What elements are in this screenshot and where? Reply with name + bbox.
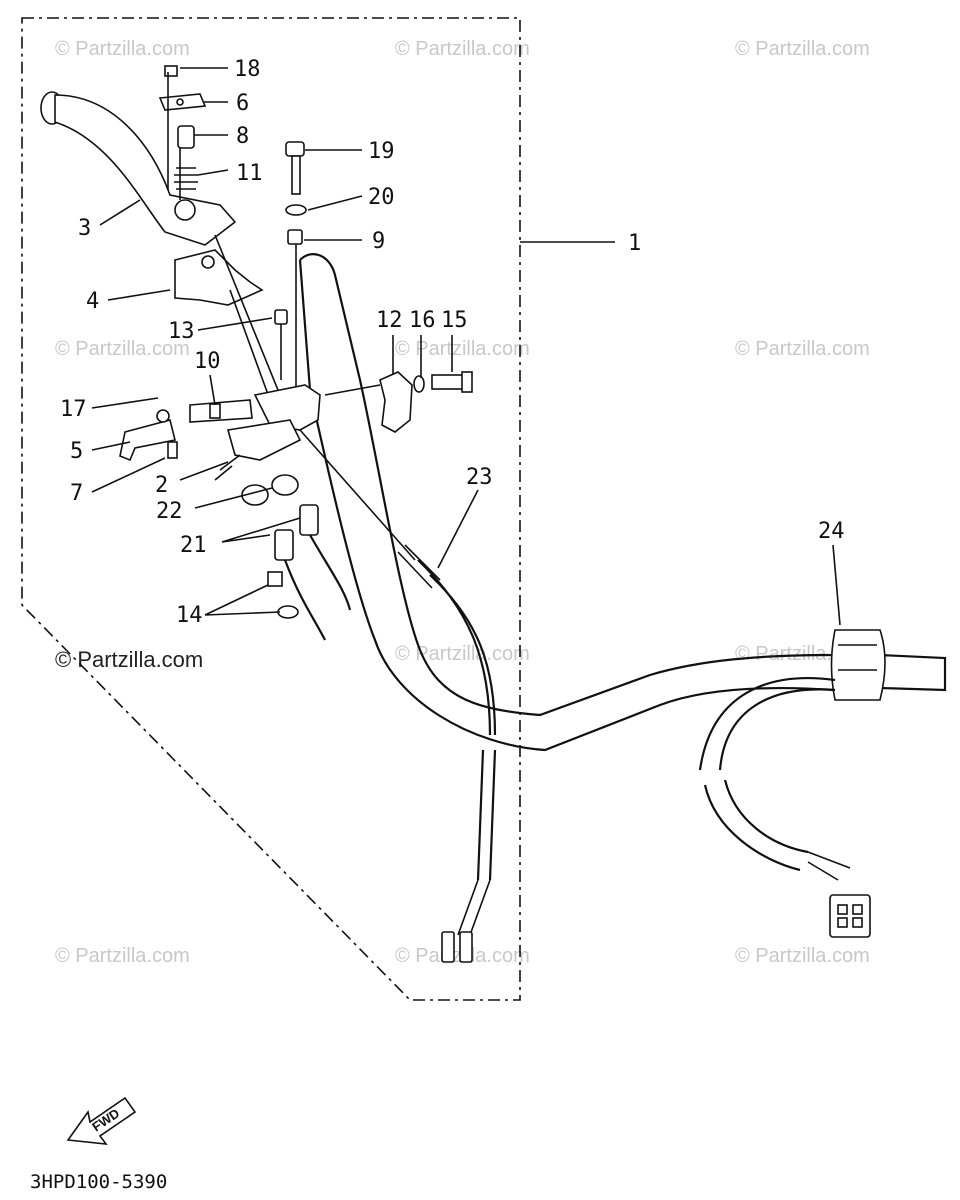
- callout-21: 21: [180, 533, 207, 558]
- leader-lines: [91, 67, 841, 626]
- watermark: © Partzilla.com: [395, 38, 530, 60]
- assembly-boundary: [21, 17, 521, 1001]
- watermark: © Partzilla.com: [735, 945, 870, 967]
- fwd-arrow-icon: FWD: [66, 1096, 137, 1145]
- callout-19: 19: [368, 139, 395, 164]
- watermark: © Partzilla.com: [55, 38, 190, 60]
- callout-7: 7: [70, 481, 83, 506]
- callout-8: 8: [236, 124, 249, 149]
- watermark: © Partzilla.com: [735, 338, 870, 360]
- callout-10: 10: [194, 349, 221, 374]
- callout-24: 24: [818, 519, 845, 544]
- callout-1: 1: [628, 231, 641, 256]
- watermark: © Partzilla.com: [55, 338, 190, 360]
- cable-adjusters: [241, 474, 352, 641]
- watermark: © Partzilla.com: [735, 38, 870, 60]
- callout-4: 4: [86, 289, 99, 314]
- callout-3: 3: [78, 216, 91, 241]
- callout-20: 20: [368, 185, 395, 210]
- callout-6: 6: [236, 91, 249, 116]
- callout-5: 5: [70, 439, 83, 464]
- diagram-code: 3HPD100-5390: [30, 1171, 167, 1193]
- watermark: © Partzilla.com: [395, 643, 530, 665]
- watermark-main: © Partzilla.com: [55, 647, 203, 672]
- pivot-bolt-stack: [285, 141, 307, 390]
- callout-13: 13: [168, 319, 195, 344]
- callout-23: 23: [466, 465, 493, 490]
- callout-11: 11: [236, 161, 263, 186]
- callout-22: 22: [156, 499, 183, 524]
- callout-12: 12: [376, 308, 403, 333]
- callout-15: 15: [441, 308, 468, 333]
- watermark: © Partzilla.com: [55, 945, 190, 967]
- callout-17: 17: [60, 397, 87, 422]
- callout-2: 2: [155, 473, 168, 498]
- watermark: © Partzilla.com: [395, 338, 530, 360]
- callout-18: 18: [234, 57, 261, 82]
- callout-14: 14: [176, 603, 203, 628]
- lever-bracket: [174, 234, 281, 401]
- handlebar-clamp: [324, 371, 473, 433]
- lever-pivot-parts: [158, 65, 207, 200]
- clutch-lever: [40, 91, 237, 246]
- callout-9: 9: [372, 229, 385, 254]
- lever-holder: [119, 309, 321, 481]
- clutch-switch-cable: [299, 429, 497, 963]
- right-handlebar-switch: [698, 629, 886, 938]
- callouts: 1 2 3 4 5 6 7 8 9 10 11 12 13 14 15 16 1…: [60, 57, 845, 628]
- handlebar: [298, 241, 947, 752]
- callout-16: 16: [409, 308, 436, 333]
